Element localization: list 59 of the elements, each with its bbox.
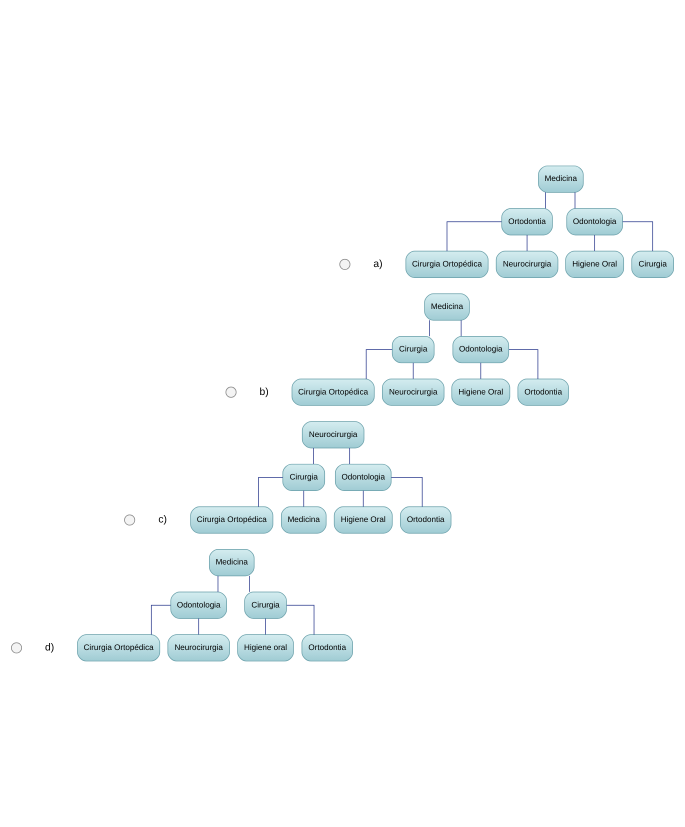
connector: [429, 320, 430, 337]
node-box: Neurocirurgia: [496, 250, 558, 278]
node-box: Cirurgia Ortopédica: [77, 634, 160, 662]
connector: [265, 618, 266, 635]
node-box: Cirurgia: [244, 592, 287, 619]
connector: [249, 576, 250, 592]
node-box: Higiene oral: [237, 634, 294, 662]
node-box: Neurocirurgia: [302, 421, 364, 448]
connector: [313, 448, 314, 464]
node-box: Medicina: [424, 293, 470, 321]
connector: [446, 221, 502, 252]
node-box: Ortodontia: [501, 208, 553, 236]
connector: [362, 490, 364, 507]
label: d): [45, 642, 54, 654]
node-box: Cirurgia Ortopédica: [190, 506, 274, 534]
node-box: Cirurgia: [392, 336, 434, 364]
label: a): [373, 259, 383, 270]
connector: [198, 618, 200, 635]
connector: [574, 192, 576, 209]
connector: [594, 234, 596, 252]
node-box: Ortodontia: [518, 378, 569, 406]
label: b): [260, 386, 269, 398]
connector: [390, 477, 423, 508]
node-box: Cirurgia Ortopédica: [406, 250, 488, 278]
connector: [545, 192, 546, 209]
node-box: Medicina: [208, 549, 255, 576]
connector: [258, 477, 284, 508]
node-box: Medicina: [538, 166, 584, 193]
node-box: Cirurgia: [282, 464, 326, 491]
connector: [508, 349, 538, 380]
node-box: Higiene Oral: [334, 506, 393, 534]
node-box: Odontologia: [566, 208, 623, 236]
node-box: Higiene Oral: [565, 250, 624, 278]
connector: [286, 604, 314, 635]
connector: [412, 362, 414, 380]
node-circle: [226, 386, 237, 398]
node-box: Cirurgia Ortopédica: [292, 378, 375, 406]
label: c): [158, 514, 167, 526]
connector: [349, 448, 350, 464]
connector: [622, 221, 654, 252]
connector: [460, 320, 462, 337]
node-box: Ortodontia: [400, 506, 452, 534]
connector: [366, 349, 393, 380]
node-box: Higiene Oral: [451, 378, 510, 406]
connector: [480, 362, 482, 380]
node-box: Cirurgia: [631, 250, 674, 278]
connector: [303, 490, 304, 507]
node-box: Neurocirurgia: [167, 634, 230, 662]
node-box: Odontologia: [334, 464, 392, 491]
node-circle: [124, 514, 136, 526]
node-box: Odontologia: [170, 592, 227, 619]
node-circle: [11, 642, 22, 654]
node-circle: [339, 258, 350, 270]
connector: [526, 234, 528, 252]
connector: [150, 604, 171, 635]
node-box: Ortodontia: [302, 634, 353, 662]
node-box: Medicina: [280, 506, 327, 534]
node-box: Neurocirurgia: [382, 378, 444, 406]
node-box: Odontologia: [452, 336, 510, 364]
